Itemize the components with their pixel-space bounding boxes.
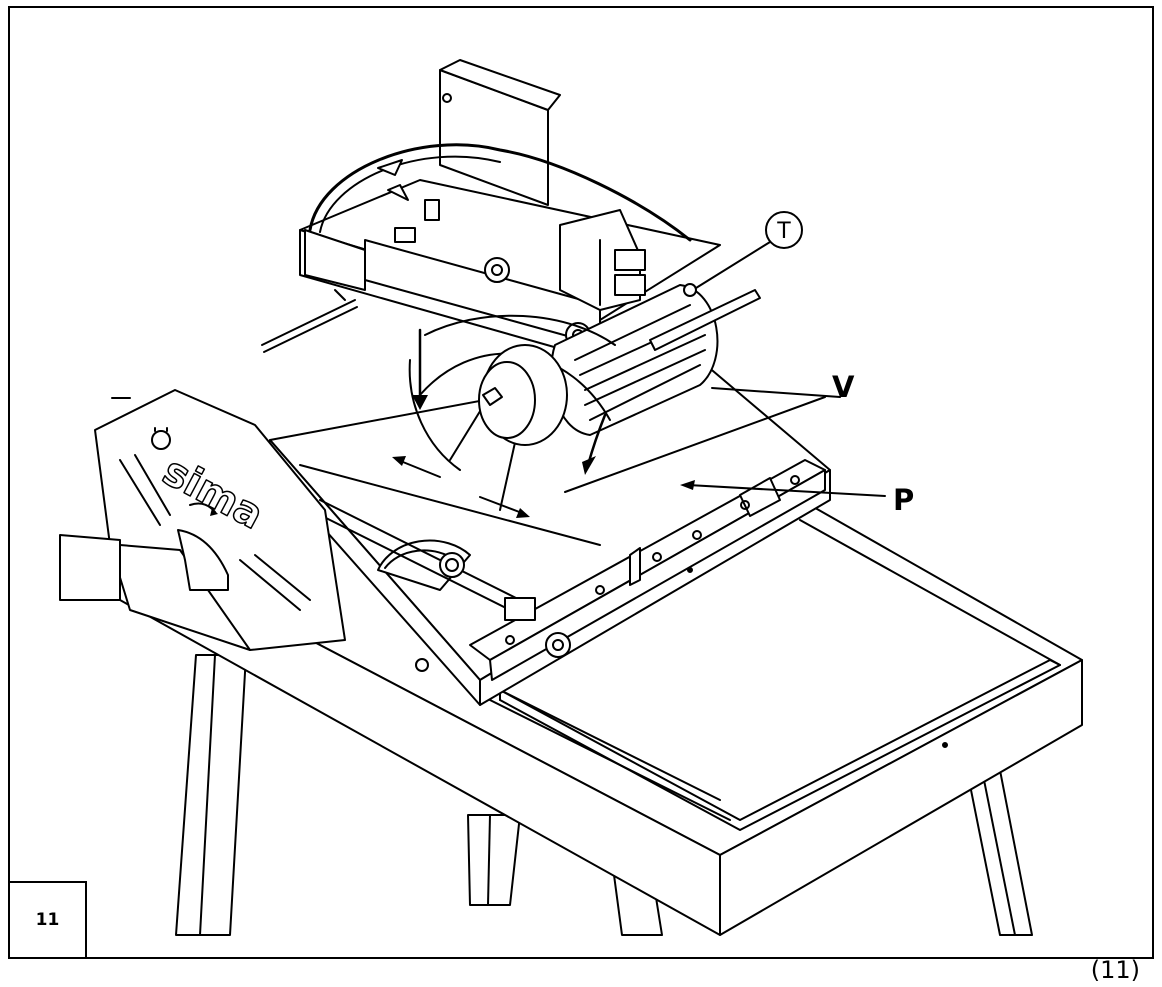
figure-number-box: 11	[8, 881, 87, 959]
callout-label-t: T	[776, 219, 791, 244]
brand-logo-icon	[151, 427, 171, 450]
callout-leaders	[564, 211, 886, 497]
motor-head	[261, 59, 761, 436]
figure-caption: (11)	[1090, 956, 1140, 984]
figure-number: 11	[35, 910, 60, 930]
callout-label-v: V	[832, 370, 855, 404]
callout-label-p: P	[893, 483, 914, 517]
figure-frame	[8, 6, 1154, 959]
cart-movement-arrows	[392, 456, 530, 518]
blade	[408, 314, 616, 511]
blade-guard-housing	[59, 389, 346, 651]
protractor	[309, 499, 571, 672]
fence-guide	[469, 459, 826, 681]
